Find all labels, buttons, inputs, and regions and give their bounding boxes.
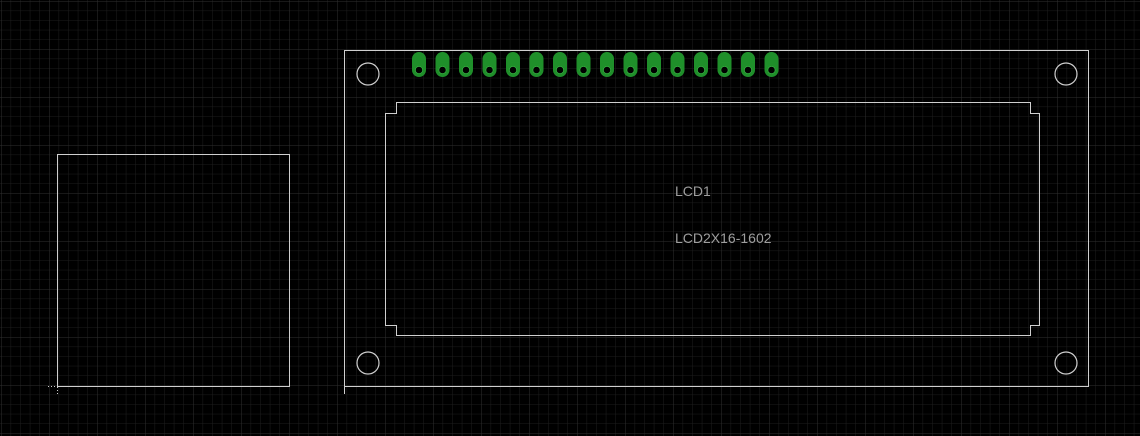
pad-drill-hole	[603, 66, 611, 74]
pad-drill-hole	[673, 66, 682, 74]
pad-drill-hole	[485, 66, 494, 74]
lcd-outline	[344, 50, 1089, 387]
lcd-footprint[interactable]: LCD1 LCD2X16-1602	[344, 50, 1089, 395]
pad-drill-hole	[556, 66, 564, 74]
pin-header-pads	[412, 52, 779, 77]
component-designator[interactable]: LCD1	[675, 183, 711, 199]
origin-marker	[48, 378, 66, 396]
mounting-hole-top-right[interactable]	[1054, 62, 1078, 86]
pad-drill-hole	[626, 66, 635, 74]
pad-drill-hole	[579, 66, 588, 74]
lcd-display-window	[385, 102, 1040, 336]
component-value[interactable]: LCD2X16-1602	[675, 230, 772, 246]
mounting-hole-bottom-left[interactable]	[356, 351, 380, 375]
pad-drill-hole	[462, 66, 470, 74]
pad-drill-hole	[650, 66, 658, 74]
pad-drill-hole	[415, 66, 423, 74]
pad-drill-hole	[509, 66, 517, 74]
left-outline-box[interactable]	[57, 154, 290, 387]
pad-drill-hole	[767, 66, 776, 74]
pad-drill-hole	[438, 66, 447, 74]
pad-drill-hole	[697, 66, 705, 74]
mounting-hole-top-left[interactable]	[356, 62, 380, 86]
pad-drill-hole	[720, 66, 729, 74]
pad-drill-hole	[532, 66, 541, 74]
pad-drill-hole	[744, 66, 752, 74]
mounting-hole-bottom-right[interactable]	[1054, 351, 1078, 375]
